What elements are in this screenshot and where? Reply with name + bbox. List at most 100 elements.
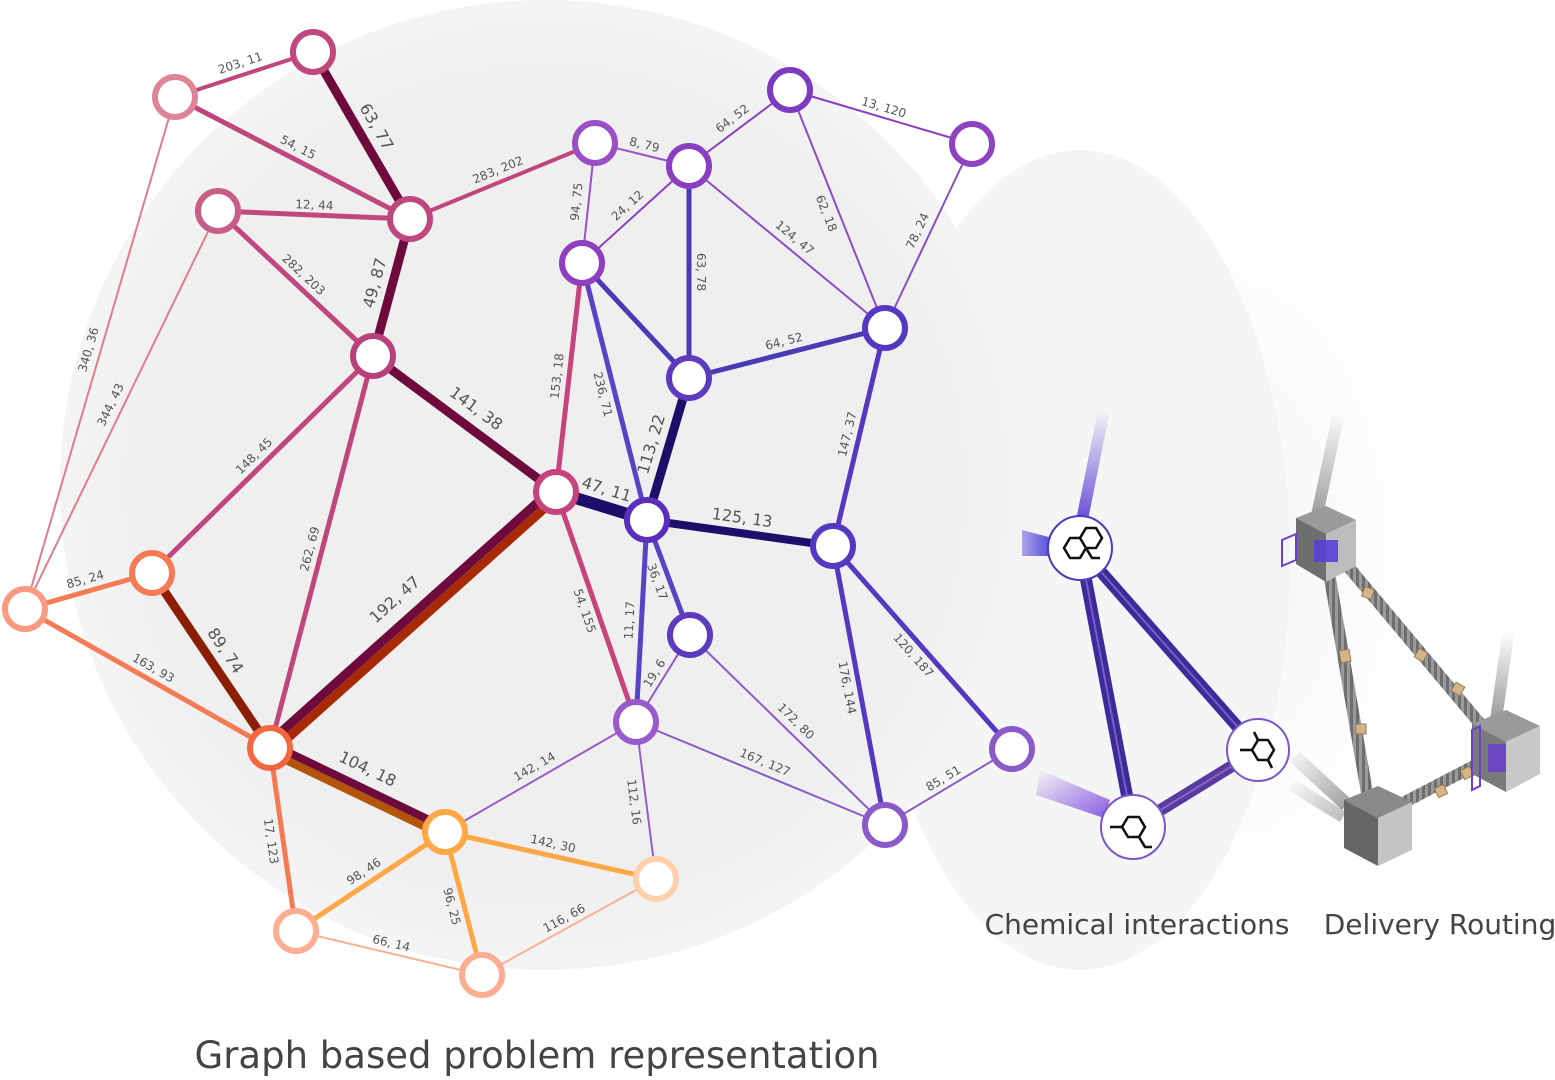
graph-edge <box>24 210 219 610</box>
ring-molecule-icon <box>1110 815 1152 849</box>
parcel <box>1413 647 1429 663</box>
graph-node <box>624 497 670 543</box>
belt-stub-left-2 <box>1288 780 1346 822</box>
graph-edge <box>884 748 1013 826</box>
graph-edge <box>267 353 376 751</box>
graph-edge <box>442 829 659 882</box>
graph-edge-label: 63, 78 <box>694 253 708 291</box>
parcel <box>1360 585 1376 601</box>
graph-node <box>949 121 995 167</box>
graph-edge-label: 11, 17 <box>622 601 638 640</box>
graph-edge <box>633 517 650 725</box>
graph-node <box>666 355 712 401</box>
graph-edge <box>408 141 597 221</box>
graph-edge <box>789 89 973 145</box>
chemical-stub-top <box>1076 410 1110 520</box>
chemical-bond-highlight <box>1079 547 1134 828</box>
depot-c <box>1344 786 1412 866</box>
graph-edge <box>24 96 176 610</box>
graph-edge <box>267 740 451 833</box>
graph-node <box>533 469 579 515</box>
parcel <box>1355 723 1367 735</box>
graph-edge <box>295 930 483 976</box>
graph-edge-label: 112, 16 <box>624 778 644 825</box>
graph-node <box>666 143 712 189</box>
bicyclic-molecule-icon <box>1062 526 1104 560</box>
chemical-bond-highlight <box>1079 547 1259 751</box>
graph-node <box>247 725 293 771</box>
belt-stub-right <box>1490 630 1515 721</box>
parcel <box>1338 648 1352 664</box>
graph-edge <box>22 606 273 751</box>
graph-node <box>862 305 908 351</box>
graph-edge <box>147 568 275 753</box>
graph-edge <box>686 325 888 381</box>
graph-edge <box>267 745 299 934</box>
graph-edge-label: 153, 18 <box>548 353 567 400</box>
graph-edge <box>688 165 886 329</box>
graph-edge <box>368 351 561 497</box>
graph-edge <box>481 878 657 976</box>
graph-edge <box>635 721 657 880</box>
graph-edge <box>308 47 415 224</box>
graph-node <box>862 802 908 848</box>
graph-node <box>2 586 48 632</box>
graph-edge <box>172 94 413 222</box>
graph-edges <box>22 47 1015 978</box>
graph-node <box>572 120 618 166</box>
graph-edge <box>264 747 448 840</box>
graph-edge <box>635 721 886 826</box>
graph-node <box>559 240 605 286</box>
belt-a-c <box>1319 548 1376 812</box>
graph-edge-label: 94, 75 <box>568 182 586 221</box>
graph-node <box>195 188 241 234</box>
belt-a-b <box>1325 541 1503 749</box>
graph-node <box>989 726 1035 772</box>
graph-node <box>152 74 198 120</box>
parcel <box>1433 783 1449 799</box>
main-caption: Graph based problem representation <box>195 1034 880 1077</box>
graph-edge <box>368 214 415 361</box>
graph-node <box>422 809 468 855</box>
graph-node <box>459 952 505 998</box>
graph-node <box>350 333 396 379</box>
depot-a <box>1281 506 1356 582</box>
graph-edge-label: 13, 120 <box>860 94 908 120</box>
graph-edge <box>579 260 692 381</box>
graph-node <box>387 196 433 242</box>
graph-edge <box>643 516 837 550</box>
graph-node <box>290 29 336 75</box>
delivery-routing-panel <box>1281 411 1540 866</box>
graph-edge-label: 203, 11 <box>216 49 264 77</box>
graph-edge <box>789 89 886 329</box>
graph-edge <box>884 143 973 329</box>
graph-edge <box>581 165 690 264</box>
graph-node <box>667 612 713 658</box>
graph-nodes <box>2 29 1035 998</box>
graph-edge <box>579 260 650 523</box>
chemical-interactions-panel <box>1022 410 1290 860</box>
molecule-m1 <box>1047 515 1113 581</box>
graph-edge <box>173 50 315 99</box>
branched-ring-molecule-icon <box>1240 731 1276 769</box>
graph-edge <box>830 543 888 828</box>
graph-edge <box>553 489 639 725</box>
parcel <box>1450 681 1466 697</box>
depot-b <box>1471 710 1540 792</box>
graph-edge <box>553 260 585 495</box>
chemical-caption: Chemical interactions <box>985 908 1290 941</box>
graph-edge <box>642 373 694 525</box>
graph-node <box>273 908 319 954</box>
graph-edge <box>262 484 558 750</box>
graph-node <box>767 67 813 113</box>
graph-edge <box>293 829 448 934</box>
parcels <box>1338 585 1475 799</box>
graph-edge <box>268 490 564 756</box>
graph-edge <box>215 208 413 222</box>
graph-edge-label: 12, 44 <box>295 197 334 213</box>
molecule-m2 <box>1100 794 1166 860</box>
graph-edge <box>442 829 485 978</box>
graph-node <box>129 550 175 596</box>
molecule-m3 <box>1226 718 1290 782</box>
